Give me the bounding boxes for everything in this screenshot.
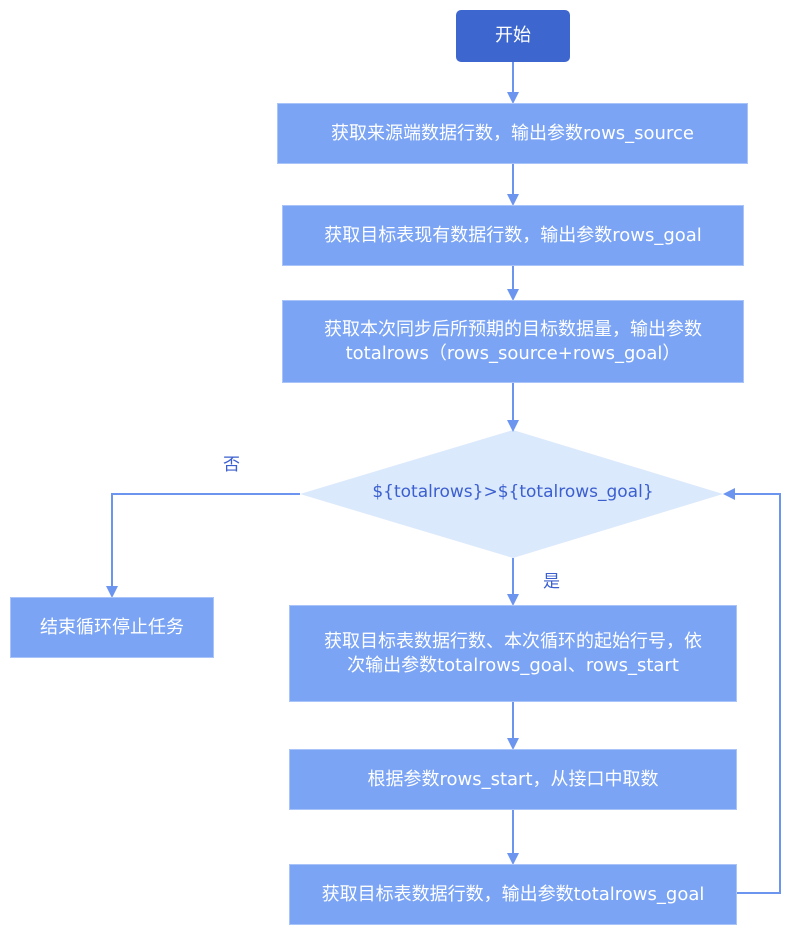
- get-total-rows-node: 获取本次同步后所预期的目标数据量，输出参数 totalrows（rows_sou…: [282, 300, 744, 383]
- get-loop-start-label-line1: 获取目标表数据行数、本次循环的起始行号，依: [324, 630, 702, 652]
- edge-label-yes: 是: [543, 572, 560, 592]
- edge-decision-no: [106, 493, 300, 598]
- start-label: 开始: [495, 25, 531, 46]
- decision-label: ${totalrows}>${totalrows_goal}: [372, 482, 654, 502]
- get-total-rows-label-line1: 获取本次同步后所预期的目标数据量，输出参数: [324, 318, 702, 340]
- fetch-from-api-node: 根据参数rows_start，从接口中取数: [289, 749, 737, 810]
- get-goal-total-node: 获取目标表数据行数，输出参数totalrows_goal: [289, 864, 737, 925]
- get-loop-start-node: 获取目标表数据行数、本次循环的起始行号，依 次输出参数totalrows_goa…: [289, 605, 737, 702]
- get-goal-rows-label: 获取目标表现有数据行数，输出参数rows_goal: [324, 224, 702, 246]
- get-loop-start-label-line2: 次输出参数totalrows_goal、rows_start: [347, 654, 679, 676]
- get-total-rows-label-line2: totalrows（rows_source+rows_goal）: [345, 342, 681, 364]
- get-goal-total-label: 获取目标表数据行数，输出参数totalrows_goal: [321, 883, 705, 905]
- edge-loop-back: [723, 488, 781, 894]
- end-loop-node: 结束循环停止任务: [10, 597, 214, 658]
- end-loop-label: 结束循环停止任务: [40, 616, 184, 638]
- start-node: 开始: [456, 10, 570, 62]
- get-source-rows-node: 获取来源端数据行数，输出参数rows_source: [277, 103, 748, 164]
- get-source-rows-label: 获取来源端数据行数，输出参数rows_source: [331, 122, 694, 144]
- edge-label-no: 否: [223, 455, 240, 475]
- decision-diamond: [300, 430, 723, 558]
- fetch-from-api-label: 根据参数rows_start，从接口中取数: [367, 768, 659, 790]
- get-goal-rows-node: 获取目标表现有数据行数，输出参数rows_goal: [282, 205, 744, 266]
